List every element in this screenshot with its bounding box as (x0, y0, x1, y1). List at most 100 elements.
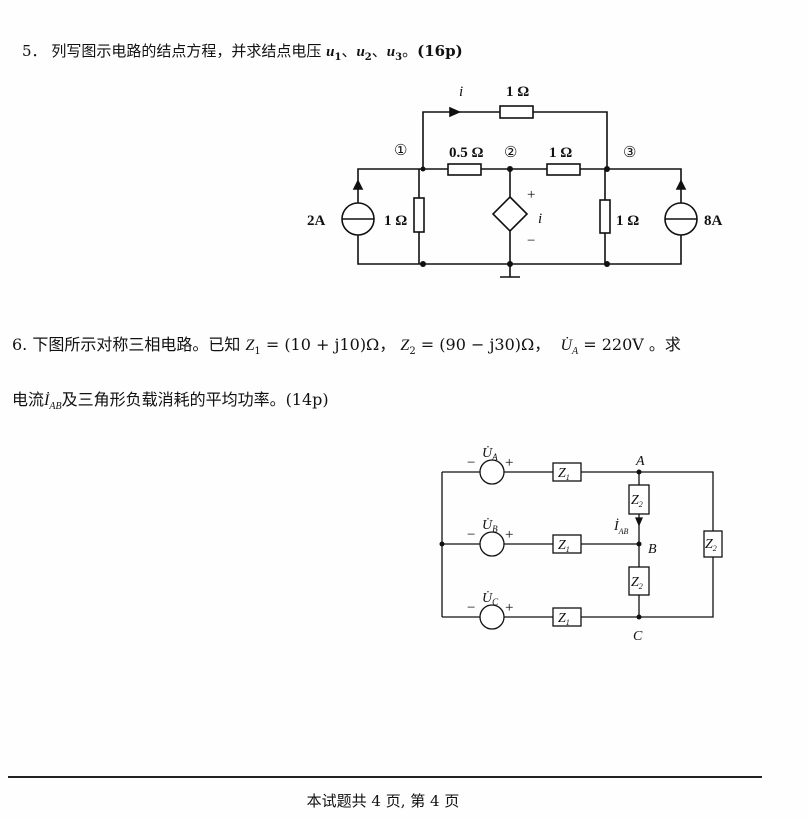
arrow-down-icon (635, 517, 643, 527)
sub: 1 (334, 52, 342, 63)
z2-bc (628, 566, 650, 596)
label-z2: Z2 (631, 575, 643, 591)
label-8a: 8A (704, 213, 723, 229)
label-2a: 2A (307, 213, 326, 229)
sep: 、 (341, 42, 357, 60)
z2-ca (703, 530, 723, 558)
plus: + (505, 600, 513, 616)
label-node-c: C (633, 629, 643, 644)
wire-main (357, 168, 682, 203)
label-plus: + (527, 187, 535, 203)
question-body: 列写图示电路的结点方程，并求结点电压 (51, 42, 322, 60)
var-u1: u (326, 44, 335, 60)
z1-a (552, 462, 582, 482)
label-z2: Z2 (705, 537, 717, 553)
value: = (90 − j30)Ω， (415, 335, 551, 354)
sub: 2 (409, 346, 416, 358)
sub: C (492, 597, 499, 607)
sub: 1 (566, 473, 570, 482)
label-node2: ② (504, 145, 517, 161)
label-ub: U̇B (482, 517, 498, 534)
label-iab: İAB (613, 518, 629, 536)
label-uc: U̇C (482, 590, 499, 607)
junction (604, 261, 610, 267)
resistor-top (499, 105, 534, 119)
plus: + (505, 527, 513, 543)
question-5-text: 5． 列写图示电路的结点方程，并求结点电压 u1、u2、u3。(16p) (22, 40, 463, 63)
question-6-line2: 电流İAB及三角形负载消耗的平均功率。(14p) (12, 386, 329, 412)
minus: − (467, 600, 475, 616)
u: U̇ (482, 590, 493, 606)
wire-bottom (357, 235, 682, 265)
source-b (479, 531, 505, 557)
text: 6. 下图所示对称三相电路。已知 (12, 335, 241, 354)
junction (420, 166, 426, 172)
dependent-source (491, 195, 529, 233)
source-c (479, 604, 505, 630)
sub: AB (49, 401, 62, 413)
sub: A (572, 346, 579, 358)
label-dep-i: i (538, 211, 542, 227)
minus: − (467, 527, 475, 543)
label-z1: Z1 (558, 466, 570, 482)
label-z1: Z1 (558, 611, 570, 627)
sep: 。 (402, 42, 418, 60)
value: = (10 + j10)Ω， (260, 335, 396, 354)
label-r-top: 1 Ω (506, 84, 529, 100)
z: Z (558, 611, 566, 626)
u: U̇ (482, 445, 493, 461)
question-6-line1: 6. 下图所示对称三相电路。已知 Z1 = (10 + j10)Ω， Z2 = … (12, 331, 681, 357)
var-u2: u (356, 44, 365, 60)
minus: − (467, 455, 475, 471)
sub: B (492, 524, 498, 534)
sub: 3 (395, 52, 403, 63)
sub: 2 (713, 544, 717, 553)
current-arrow (449, 106, 461, 118)
var-ua: U̇ (560, 337, 573, 354)
z1-c (552, 607, 582, 627)
sub: 2 (639, 500, 643, 509)
z: Z (631, 493, 639, 508)
source-a (479, 459, 505, 485)
wire-top (422, 111, 608, 169)
i: İ (613, 518, 620, 534)
junction (439, 541, 445, 547)
label-node-b: B (648, 542, 657, 557)
question-number: 5． (22, 42, 47, 60)
text: 及三角形负载消耗的平均功率。(14p) (61, 390, 329, 409)
ground-wire (500, 169, 520, 278)
footer-divider (8, 776, 762, 778)
plus: + (505, 455, 513, 471)
junction (420, 261, 426, 267)
junction (636, 469, 642, 475)
var-u3: u (386, 44, 396, 60)
label-r-right: 1 Ω (616, 213, 639, 229)
z2-ab (628, 484, 650, 515)
sub: 1 (566, 618, 570, 627)
label-node1: ① (394, 143, 407, 159)
label-r23: 1 Ω (549, 145, 572, 161)
var-z1: Z (245, 337, 255, 354)
label-r-left: 1 Ω (384, 213, 407, 229)
label-z2: Z2 (631, 493, 643, 509)
resistor-left (413, 197, 425, 233)
label-node3: ③ (623, 145, 636, 161)
z: Z (705, 537, 713, 552)
resistor-1-23 (546, 163, 581, 176)
junction (604, 166, 610, 172)
z: Z (558, 466, 566, 481)
points: (16p) (417, 42, 463, 60)
arrow-up-icon (352, 179, 364, 190)
label-r12: 0.5 Ω (449, 145, 484, 161)
junction (507, 261, 513, 267)
resistor-right (599, 199, 611, 234)
z1-b (552, 534, 582, 554)
label-minus: − (527, 233, 535, 249)
sub: 1 (254, 346, 261, 358)
node-circuit: i 1 Ω ① 0.5 Ω ② 1 Ω ③ 2A 1 Ω + i − 1 Ω 8… (307, 84, 723, 278)
sep: 、 (371, 42, 387, 60)
arrow-up-icon (675, 179, 687, 190)
resistor-0.5 (447, 163, 482, 176)
